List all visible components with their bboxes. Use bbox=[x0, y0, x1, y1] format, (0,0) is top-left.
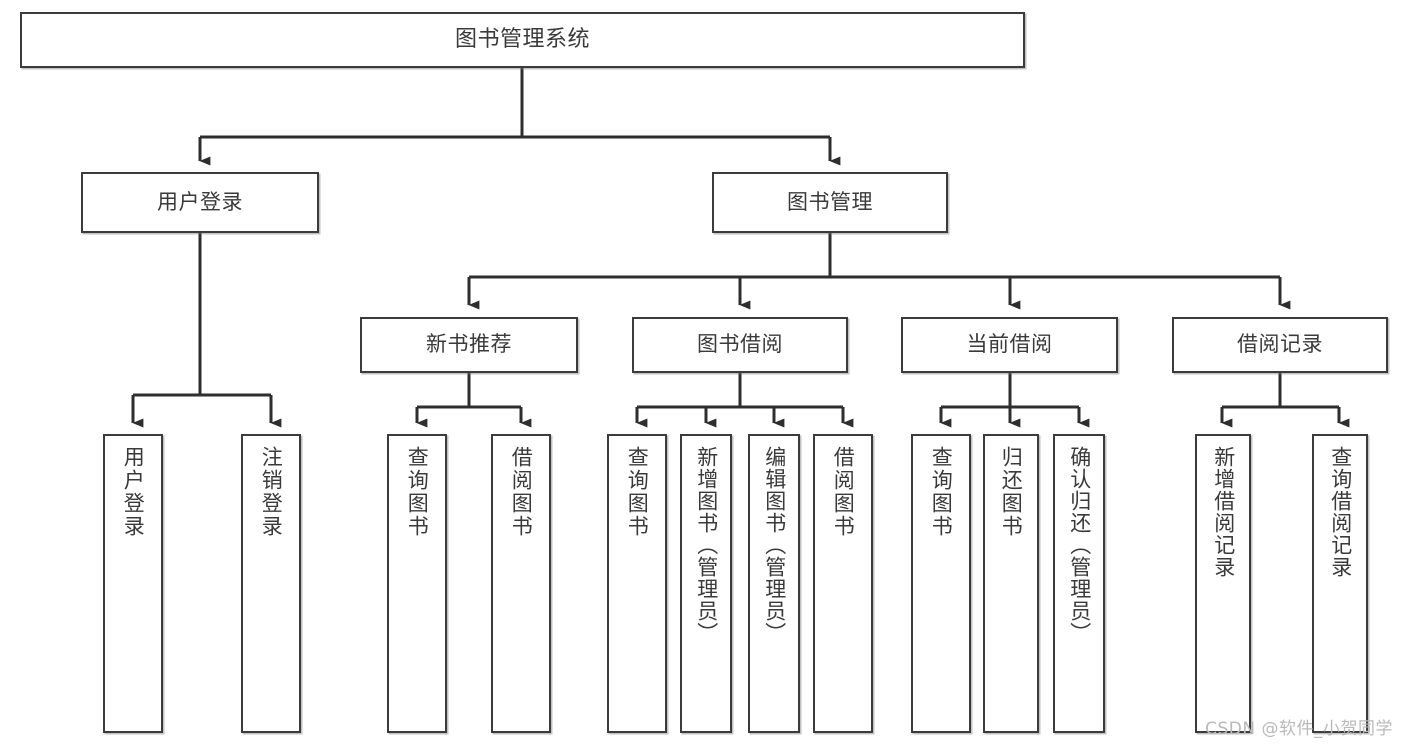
node-label: 当前借阅 bbox=[966, 332, 1053, 357]
node-label: 注销登录 bbox=[259, 446, 284, 538]
node-label: 图书管理 bbox=[787, 189, 873, 214]
leaf-borrow-record-query-record[interactable]: 查询借阅记录 bbox=[1312, 434, 1368, 733]
node-label: 用户登录 bbox=[121, 446, 146, 538]
leaf-current-borrow-query-book[interactable]: 查询图书 bbox=[911, 434, 971, 733]
node-label: 查询图书 bbox=[929, 446, 954, 538]
node-label: 新书推荐 bbox=[426, 332, 512, 357]
node-book-borrow[interactable]: 图书借阅 bbox=[632, 317, 848, 373]
leaf-book-borrow-edit-book-admin[interactable]: 编辑图书（管理员） bbox=[748, 434, 800, 733]
node-user-login[interactable]: 用户登录 bbox=[81, 172, 319, 233]
leaf-user-login-logout[interactable]: 注销登录 bbox=[241, 434, 301, 733]
node-label: 新增图书（管理员） bbox=[694, 446, 719, 644]
node-label: 用户登录 bbox=[157, 189, 243, 214]
node-root-system[interactable]: 图书管理系统 bbox=[20, 12, 1025, 68]
leaf-book-borrow-add-book-admin[interactable]: 新增图书（管理员） bbox=[680, 434, 732, 733]
node-new-book-recommend[interactable]: 新书推荐 bbox=[360, 317, 578, 373]
watermark: CSDN @软件_小贺同学 bbox=[1205, 719, 1393, 739]
node-label: 查询借阅记录 bbox=[1328, 446, 1353, 578]
leaf-borrow-record-add-record[interactable]: 新增借阅记录 bbox=[1195, 434, 1251, 733]
leaf-current-borrow-return-book[interactable]: 归还图书 bbox=[983, 434, 1039, 733]
node-current-borrow[interactable]: 当前借阅 bbox=[901, 317, 1118, 373]
leaf-book-borrow-query-book[interactable]: 查询图书 bbox=[607, 434, 667, 733]
node-label: 图书借阅 bbox=[697, 332, 783, 357]
leaf-new-book-borrow-book[interactable]: 借阅图书 bbox=[491, 434, 551, 733]
node-label: 编辑图书（管理员） bbox=[762, 446, 787, 644]
node-label: 查询图书 bbox=[405, 446, 430, 538]
node-label: 查询图书 bbox=[625, 446, 650, 538]
node-label: 归还图书 bbox=[999, 446, 1024, 538]
node-label: 借阅图书 bbox=[831, 446, 856, 538]
node-label: 确认归还（管理员） bbox=[1067, 446, 1092, 644]
node-label: 借阅图书 bbox=[509, 446, 534, 538]
leaf-user-login-login[interactable]: 用户登录 bbox=[103, 434, 163, 733]
leaf-book-borrow-borrow-book[interactable]: 借阅图书 bbox=[813, 434, 873, 733]
node-book-management[interactable]: 图书管理 bbox=[712, 172, 948, 233]
node-borrow-record[interactable]: 借阅记录 bbox=[1172, 317, 1388, 373]
leaf-current-borrow-confirm-return-admin[interactable]: 确认归还（管理员） bbox=[1053, 434, 1105, 733]
leaf-new-book-query-book[interactable]: 查询图书 bbox=[387, 434, 447, 733]
node-label: 借阅记录 bbox=[1237, 332, 1323, 357]
node-label: 图书管理系统 bbox=[454, 26, 590, 52]
node-label: 新增借阅记录 bbox=[1211, 446, 1236, 578]
